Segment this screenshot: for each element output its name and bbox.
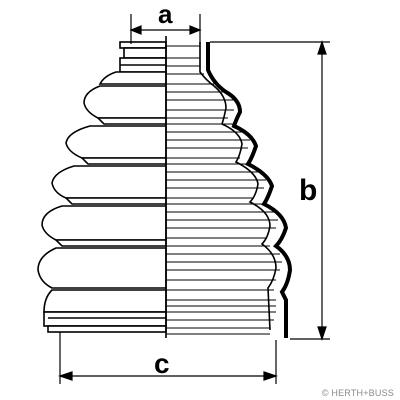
- top-collar-ring: [123, 47, 167, 59]
- bellow-fold-1: [83, 85, 167, 119]
- bellow-fold-2: [65, 125, 167, 159]
- dimension-a: [129, 14, 202, 44]
- dimension-a-label: a: [158, 0, 173, 29]
- boot-shoulder: [98, 71, 167, 85]
- bottom-collar: [43, 289, 167, 313]
- section-hatching: [166, 45, 282, 335]
- section-inner-wall: [199, 42, 277, 331]
- section-outer-wall: [206, 42, 293, 338]
- dimension-c-label: c: [154, 348, 170, 379]
- bottom-collar-band: [43, 311, 167, 327]
- bellow-fold-5: [37, 247, 167, 289]
- dimension-b-label: b: [299, 174, 318, 207]
- dimension-b: [210, 40, 330, 341]
- bottom-collar-lip: [47, 325, 167, 333]
- herth-buss-watermark: © HERTH+BUSS: [321, 388, 394, 398]
- dimension-c: [58, 332, 278, 384]
- bellow-fold-3: [51, 165, 167, 199]
- boot-section-view: [166, 42, 293, 338]
- boot-exterior-view: [37, 41, 167, 333]
- top-collar: [119, 41, 167, 49]
- bellow-fold-4: [41, 205, 167, 241]
